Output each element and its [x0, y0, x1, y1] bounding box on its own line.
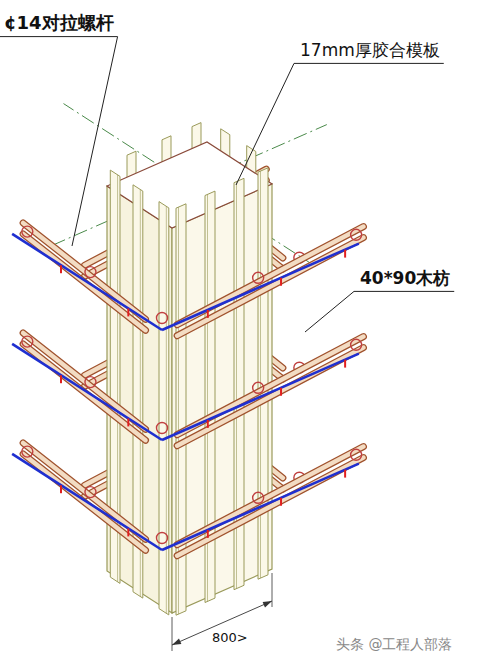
- tie-nut-mark: [127, 418, 129, 426]
- tie-rod: [162, 354, 359, 440]
- steel-pipe-outline: [177, 458, 363, 556]
- timber-batten: [258, 168, 268, 579]
- tie-nut-mark: [60, 375, 62, 383]
- steel-pipe: [177, 458, 363, 556]
- tie-nut-mark: [344, 470, 346, 478]
- dimension-text: 800>: [212, 630, 248, 646]
- column-top-face: [107, 142, 272, 228]
- tie-nut-mark: [60, 485, 62, 493]
- tie-nut-mark: [127, 308, 129, 316]
- tie-nut-mark: [207, 420, 209, 428]
- pipe-clamp: [157, 313, 168, 324]
- pipe-clamp: [85, 377, 96, 388]
- leader-line: [305, 291, 354, 332]
- steel-pipe-outline: [23, 344, 145, 440]
- pipe-clamp: [22, 336, 33, 347]
- dimension-800: [172, 573, 272, 651]
- pipe-clamp: [253, 492, 264, 503]
- tie-rod: [12, 234, 162, 330]
- steel-pipe: [23, 454, 145, 550]
- steel-pipe-outline: [23, 223, 145, 319]
- tie-nut-mark: [207, 310, 209, 318]
- steel-pipe-outline: [23, 333, 145, 429]
- leader-line: [72, 37, 118, 246]
- steel-pipe-outline: [177, 238, 363, 336]
- steel-pipe-outline: [177, 348, 363, 446]
- pipe-clamp: [351, 229, 362, 240]
- leader-line: [236, 63, 294, 185]
- tie-nut-mark: [60, 265, 62, 273]
- steel-pipe-outline: [23, 443, 145, 539]
- front-clamp-levels: [12, 223, 363, 556]
- callout-label: ¢14对拉螺杆: [4, 12, 114, 34]
- tie-rod: [162, 244, 359, 330]
- tie-nut-mark: [127, 528, 129, 536]
- pipe-clamp: [22, 226, 33, 237]
- callout-label: 17mm厚胶合模板: [300, 40, 440, 60]
- tie-rod: [162, 464, 359, 550]
- steel-pipe: [23, 234, 145, 330]
- leader-lines: [0, 37, 454, 332]
- pipe-clamp: [253, 382, 264, 393]
- dimension-arrow: [172, 639, 181, 645]
- pipe-clamp: [85, 487, 96, 498]
- batten-edge: [260, 171, 261, 578]
- label-underline: [0, 36, 118, 37]
- tie-nut-mark: [280, 498, 282, 506]
- pipe-clamp: [85, 267, 96, 278]
- tie-nut-mark: [280, 388, 282, 396]
- steel-pipe: [23, 443, 145, 539]
- steel-pipe: [23, 333, 145, 429]
- dimension-line: [172, 601, 272, 645]
- steel-pipe-outline: [23, 454, 145, 550]
- pipe-clamp: [157, 533, 168, 544]
- extension-line: [272, 573, 273, 607]
- pipe-clamp: [157, 423, 168, 434]
- steel-pipe-outline: [23, 234, 145, 330]
- tie-nut-mark: [344, 360, 346, 368]
- timber-batten: [159, 202, 169, 615]
- label-underline: [294, 63, 444, 64]
- dimension-arrow: [263, 601, 272, 607]
- pipe-clamp: [22, 446, 33, 457]
- batten-edge: [166, 206, 167, 613]
- watermark: 头条 @工程人部落: [336, 636, 452, 653]
- tie-rod: [12, 454, 162, 550]
- steel-pipe: [23, 344, 145, 440]
- tie-nut-mark: [344, 250, 346, 258]
- pipe-clamp: [351, 449, 362, 460]
- pipe-clamp: [351, 339, 362, 350]
- steel-pipe: [177, 238, 363, 336]
- callout-label: 40*90木枋: [360, 268, 450, 288]
- pipe-clamp: [253, 272, 264, 283]
- tie-nut-mark: [280, 278, 282, 286]
- steel-pipe: [177, 348, 363, 446]
- steel-pipe: [23, 223, 145, 319]
- extension-line: [172, 617, 173, 651]
- tie-nut-mark: [207, 530, 209, 538]
- tie-rod: [12, 344, 162, 440]
- label-underline: [354, 291, 454, 292]
